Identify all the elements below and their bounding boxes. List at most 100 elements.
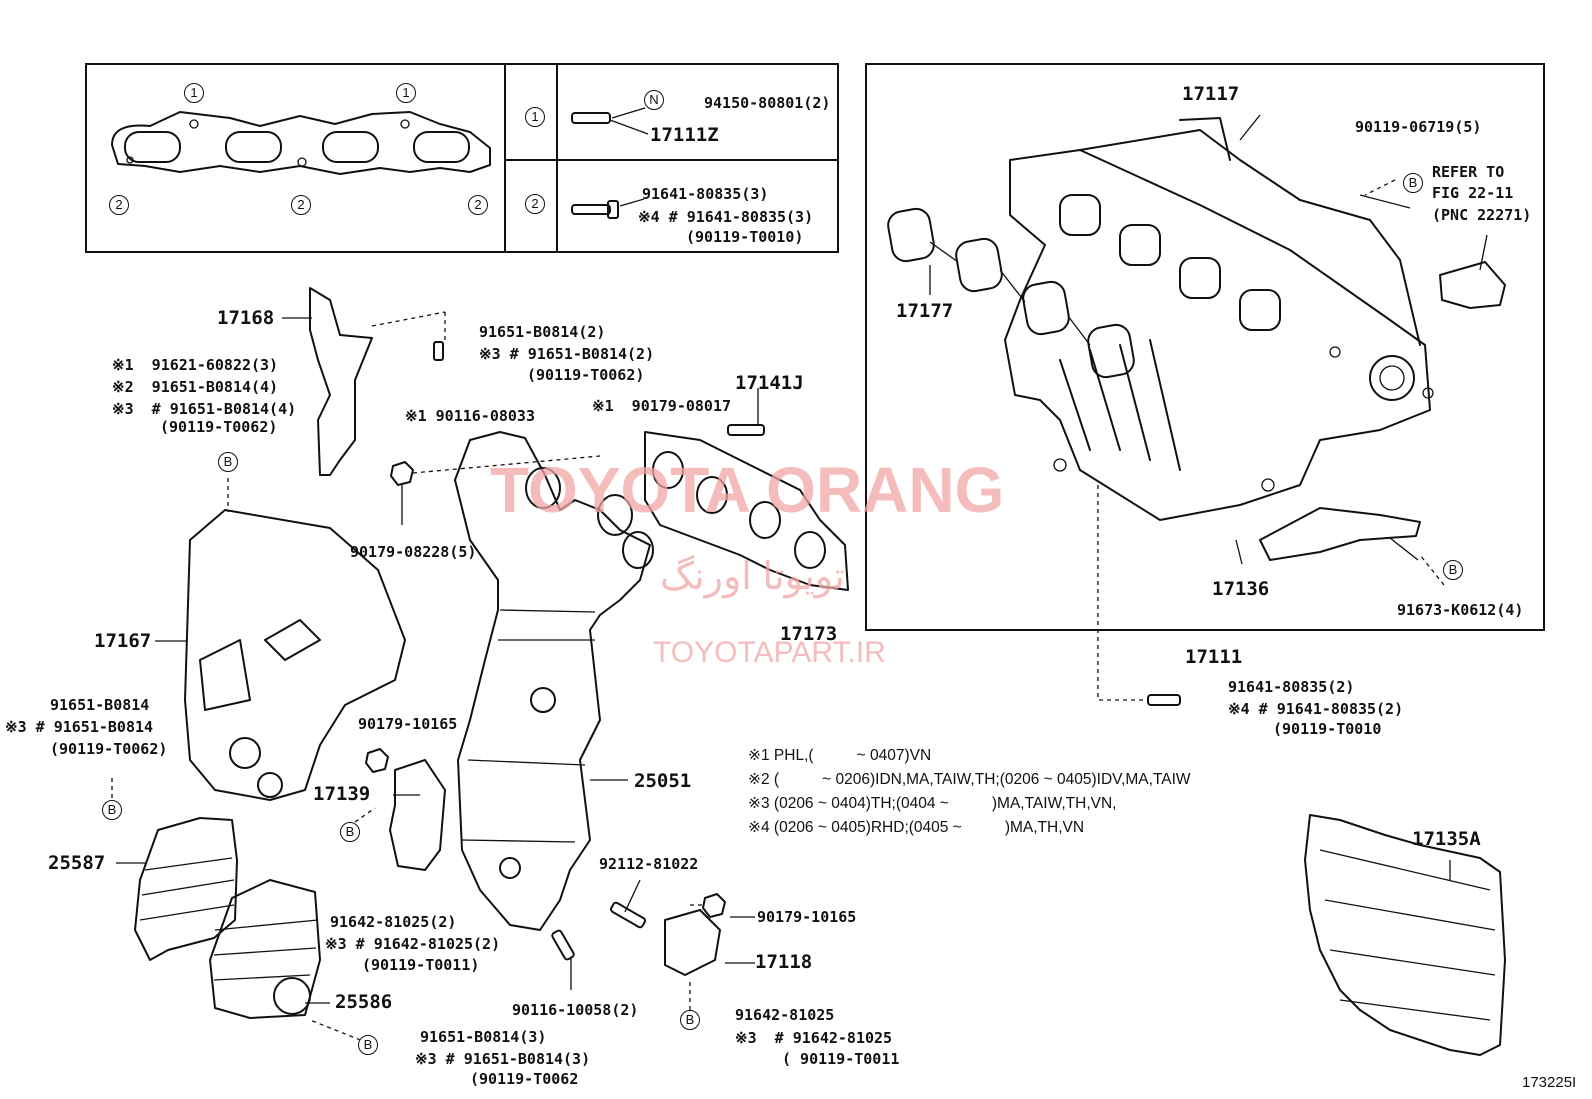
nut-90179-08228-drawing	[390, 461, 414, 486]
label-90179-10165-a: 90179-10165	[358, 715, 458, 733]
label-90119-t0062-a: (90119-T0062)	[527, 366, 645, 384]
b-marker-7: B	[1443, 560, 1463, 580]
label-91651-b0814-3-alt: ※3 # 91651-B0814(3)	[415, 1050, 591, 1068]
label-90119-t0062-d: (90119-T0062	[470, 1070, 579, 1088]
label-refer-to: REFER TO	[1432, 163, 1505, 181]
label-91651-b0814-2: 91651-B0814(2)	[479, 323, 606, 341]
insulator-17168-drawing	[309, 287, 373, 476]
table-row1-marker: 1	[525, 107, 545, 127]
bracket-17118-drawing	[664, 909, 721, 976]
label-91642-81025-2-alt: ※3 # 91642-81025(2)	[325, 935, 501, 953]
bolt-91641-drawing	[1147, 694, 1181, 706]
label-91651-b0814-2-alt: ※3 # 91651-B0814(2)	[479, 345, 655, 363]
label-17139: 17139	[313, 783, 371, 805]
label-90119-t0011-a: (90119-T0011)	[362, 956, 480, 974]
label-90119-t0010-b: (90119-T0010	[1273, 720, 1382, 738]
watermark-main: TOYOTA ORANG	[490, 454, 1005, 526]
nut-90179-10165-drawing	[365, 748, 389, 773]
label-note-left-2: ※2 91651-B0814(4)	[112, 378, 279, 396]
stud-17141j-drawing	[727, 424, 765, 436]
label-94150-80801: 94150-80801(2)	[704, 94, 831, 112]
bracket-17136-drawing	[1259, 507, 1421, 561]
label-91642-81025-2: 91642-81025(2)	[330, 913, 457, 931]
throttle-gasket-drawing	[1439, 261, 1506, 309]
gasket-marker-1a: 1	[184, 83, 204, 103]
manifold-gasket-drawing	[111, 111, 491, 175]
label-17167: 17167	[94, 630, 152, 652]
gasket-17173-drawing	[644, 431, 849, 591]
label-91642-81025-b-alt: ※3 # 91642-81025	[735, 1029, 893, 1047]
label-91642-81025-b: 91642-81025	[735, 1006, 835, 1024]
label-92112-81022: 92112-81022	[599, 855, 699, 873]
gasket-marker-2c: 2	[468, 195, 488, 215]
nut-marker-n: N	[644, 90, 664, 110]
bolt-91651-top-drawing	[433, 341, 444, 361]
intake-gasket-drawing	[887, 207, 1135, 379]
label-17111z: 17111Z	[650, 124, 719, 146]
b-marker-6: B	[1403, 173, 1423, 193]
label-91641-80835-3: 91641-80835(3)	[642, 185, 769, 203]
nut-90179-10165b-drawing	[702, 893, 726, 918]
label-90179-08228: 90179-08228(5)	[350, 543, 477, 561]
intake-manifold-drawing	[1004, 117, 1434, 521]
stud-92112-drawing	[610, 901, 646, 929]
table-stud-drawings	[571, 107, 649, 219]
label-90179-10165-b: 90179-10165	[757, 908, 857, 926]
gasket-table-frame	[85, 63, 839, 253]
stud-90116-drawing	[551, 929, 575, 961]
label-25587: 25587	[48, 852, 106, 874]
gasket-marker-1b: 1	[396, 83, 416, 103]
label-91651-b0814-b-alt: ※3 # 91651-B0814	[5, 718, 154, 736]
heat-insulator-25586-drawing	[209, 879, 321, 1019]
watermark-persian: تویوتا اورنگ	[660, 556, 845, 598]
label-90179-08017: ※1 90179-08017	[592, 397, 731, 415]
b-marker-5: B	[358, 1035, 378, 1055]
note-3: ※3 (0206 ~ 0404)TH;(0404 ~ )MA,TAIW,TH,V…	[748, 795, 1117, 812]
leader-17111	[1097, 485, 1146, 701]
heat-insulator-25587-drawing	[134, 817, 238, 961]
label-17173: 17173	[780, 623, 838, 645]
label-pnc-22271: (PNC 22271)	[1432, 206, 1532, 224]
label-91641-80835-2: 91641-80835(2)	[1228, 678, 1355, 696]
label-90116-10058: 90116-10058(2)	[512, 1001, 639, 1019]
label-90119-t0011-b: ( 90119-T0011	[782, 1050, 900, 1068]
label-90116-08033: ※1 90116-08033	[405, 407, 535, 425]
label-91641-80835-3-alt: ※4 # 91641-80835(3)	[638, 208, 814, 226]
label-90119-t0062-c: (90119-T0062)	[50, 740, 168, 758]
label-90119-t0010-a: (90119-T0010)	[686, 228, 804, 246]
label-25586: 25586	[335, 991, 393, 1013]
heat-insulator-17167-drawing	[184, 509, 406, 801]
insulator-17135a-drawing	[1304, 814, 1506, 1056]
note-2: ※2 ( ~ 0206)IDN,MA,TAIW,TH;(0206 ~ 0405)…	[748, 771, 1191, 788]
label-note-left-3: ※3 # 91651-B0814(4)	[112, 400, 297, 418]
label-17118: 17118	[755, 951, 813, 973]
label-17111: 17111	[1185, 646, 1243, 668]
b-marker-3: B	[340, 822, 360, 842]
label-90119-t0062-b: (90119-T0062)	[160, 418, 278, 436]
label-17168: 17168	[217, 307, 275, 329]
label-91651-b0814-b: 91651-B0814	[50, 696, 150, 714]
note-4: ※4 (0206 ~ 0405)RHD;(0405 ~ )MA,TH,VN	[748, 819, 1085, 836]
b-marker-4: B	[680, 1010, 700, 1030]
exhaust-manifold-25051-drawing	[454, 431, 654, 931]
label-91651-b0814-3: 91651-B0814(3)	[420, 1028, 547, 1046]
label-91673-k0612: 91673-K0612(4)	[1397, 601, 1524, 619]
bracket-17139-drawing	[389, 759, 446, 871]
table-row2-marker: 2	[525, 194, 545, 214]
label-17141j: 17141J	[735, 372, 804, 394]
note-1: ※1 PHL,( ~ 0407)VN	[748, 747, 932, 764]
watermark-site: TOYOTAPART.IR	[653, 636, 886, 669]
figure-id: 173225I	[1522, 1074, 1577, 1091]
label-91641-80835-2-alt: ※4 # 91641-80835(2)	[1228, 700, 1404, 718]
label-17177: 17177	[896, 300, 954, 322]
b-marker-1: B	[218, 452, 238, 472]
gasket-marker-2b: 2	[291, 195, 311, 215]
leader-lines	[116, 114, 1488, 1004]
label-17136: 17136	[1212, 578, 1270, 600]
label-17135a: 17135A	[1412, 828, 1481, 850]
gasket-marker-2a: 2	[109, 195, 129, 215]
intake-box-frame	[865, 63, 1545, 631]
label-90119-06719: 90119-06719(5)	[1355, 118, 1482, 136]
